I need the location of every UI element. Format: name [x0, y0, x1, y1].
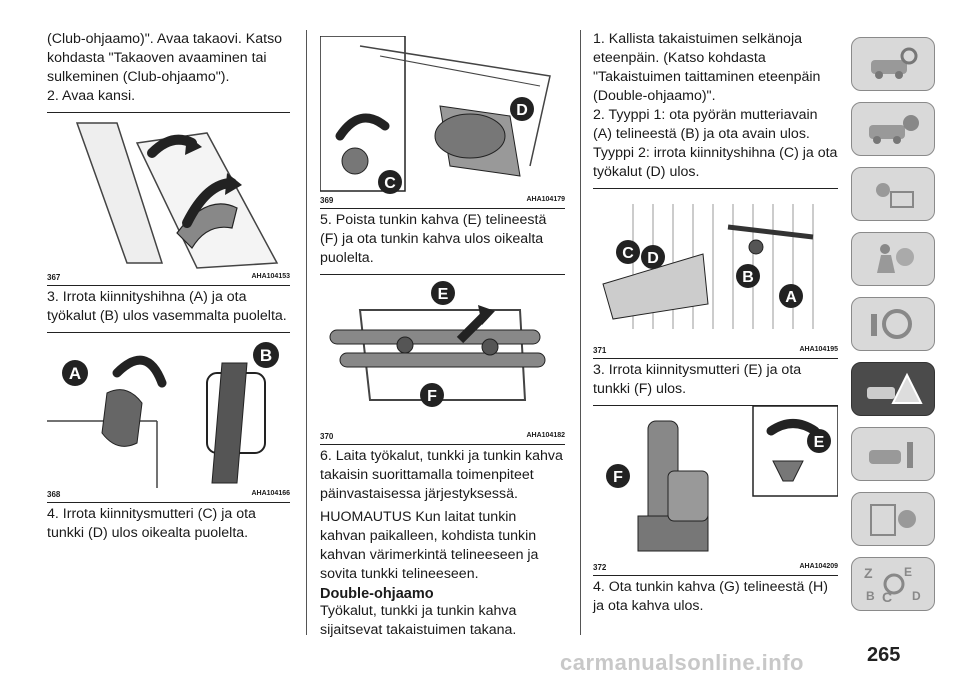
- callout-d-label: D: [647, 250, 659, 267]
- paragraph: 2. Tyyppi 1: ota pyörän mutteriavain (A)…: [593, 107, 838, 180]
- watermark: carmanualsonline.info: [560, 650, 804, 675]
- callout-b: [736, 264, 760, 288]
- callout-a-label: A: [785, 289, 797, 306]
- tab-car-breakdown[interactable]: [851, 362, 935, 416]
- column-left: (Club-ohjaamo)". Avaa takaovi. Katso koh…: [47, 30, 290, 543]
- column-right: 1. Kallista takaistuimen selkänoja eteen…: [593, 30, 838, 616]
- steering-key-icon: [871, 309, 912, 339]
- figure-id: AHA104153: [251, 273, 290, 280]
- column-divider: [580, 30, 581, 635]
- paragraph: 2. Avaa kansi.: [47, 88, 136, 104]
- page-number: 265: [867, 644, 901, 666]
- callout-a: [62, 360, 88, 386]
- callout-f: [606, 464, 630, 488]
- figure-372: E F 372 AHA104209: [593, 405, 838, 576]
- callout-e: [807, 429, 831, 453]
- paragraph: (Club-ohjaamo)". Avaa takaovi. Katso koh…: [47, 31, 283, 85]
- callout-e-label: E: [438, 286, 449, 303]
- figure-caption: 370 AHA104182: [320, 430, 565, 444]
- figure-number: 371: [593, 346, 607, 355]
- illustration-handle-bracket: E F: [320, 275, 565, 430]
- callout-a-label: A: [69, 364, 81, 383]
- car-service-icon: [869, 442, 913, 468]
- callout-e: [431, 281, 455, 305]
- airbag-seat-icon: [877, 244, 914, 273]
- figure-371: C D B A 371 AHA104195: [593, 188, 838, 359]
- callout-a: [779, 284, 803, 308]
- paragraph: 3. Irrota kiinnityshihna (A) ja ota työk…: [47, 289, 287, 324]
- figure-number: 372: [593, 563, 607, 572]
- tab-specifications[interactable]: [851, 492, 935, 546]
- warning-lights-icon: [876, 183, 914, 208]
- svg-text:Z: Z: [864, 565, 873, 581]
- car-search-icon: [871, 47, 918, 79]
- paragraph: 6. Laita työkalut, tunkki ja tunkin kahv…: [320, 448, 563, 502]
- figure-id: AHA104179: [526, 196, 565, 203]
- callout-d: [641, 245, 665, 269]
- tab-car-info[interactable]: [851, 102, 935, 156]
- tab-car-search[interactable]: [851, 37, 935, 91]
- callout-b-label: B: [742, 269, 754, 286]
- paragraph: Työkalut, tunkki ja tunkin kahva sijaits…: [320, 603, 517, 638]
- alphabetical-index-icon: Z E B C D: [864, 565, 921, 605]
- figure-369: C D 369 AHA104179: [320, 36, 565, 209]
- figure-number: 370: [320, 432, 334, 441]
- figure-caption: 367 AHA104153: [47, 271, 290, 285]
- illustration-strap: A B: [47, 333, 290, 488]
- paragraph: 4. Irrota kiinnitysmutteri (C) ja ota tu…: [47, 506, 256, 541]
- figure-number: 367: [47, 273, 61, 282]
- figure-number: 369: [320, 196, 334, 205]
- figure-id: AHA104209: [799, 563, 838, 570]
- figure-caption: 371 AHA104195: [593, 344, 838, 358]
- illustration-bottle-jack: E F: [593, 406, 838, 561]
- figure-id: AHA104166: [251, 490, 290, 497]
- callout-d: [510, 97, 534, 121]
- illustration-cargo-lid: [47, 113, 290, 271]
- callout-c-label: C: [384, 175, 396, 192]
- figure-368: A B 368 AHA104166: [47, 332, 290, 503]
- tab-warning-lights[interactable]: [851, 167, 935, 221]
- figure-id: AHA104195: [799, 346, 838, 353]
- figure-caption: 372 AHA104209: [593, 561, 838, 575]
- tab-alphabetical-index[interactable]: Z E B C D: [851, 557, 935, 611]
- chapter-tabs: Z E B C D: [851, 37, 935, 622]
- column-middle: C D 369 AHA104179 5. Poista tunkin kahva…: [320, 30, 565, 640]
- callout-c-label: C: [622, 245, 634, 262]
- tab-steering-key[interactable]: [851, 297, 935, 351]
- svg-text:E: E: [904, 565, 912, 579]
- figure-caption: 368 AHA104166: [47, 488, 290, 502]
- callout-e-label: E: [814, 434, 825, 451]
- callout-b-label: B: [260, 346, 272, 365]
- callout-f: [420, 383, 444, 407]
- svg-text:B: B: [866, 589, 875, 603]
- figure-number: 368: [47, 490, 61, 499]
- figure-caption: 369 AHA104179: [320, 194, 565, 208]
- svg-text:D: D: [912, 589, 921, 603]
- illustration-jack-nut: C D: [320, 36, 565, 194]
- paragraph: 5. Poista tunkin kahva (E) telineestä (F…: [320, 212, 547, 266]
- callout-c: [616, 240, 640, 264]
- paragraph: 4. Ota tunkin kahva (G) telineestä (H) j…: [593, 579, 828, 614]
- figure-370: E F 370 AHA104182: [320, 274, 565, 445]
- callout-d-label: D: [516, 102, 528, 119]
- note-paragraph: HUOMAUTUS Kun laitat tunkin kahvan paika…: [320, 509, 539, 582]
- callout-c: [378, 170, 402, 194]
- figure-id: AHA104182: [526, 432, 565, 439]
- specifications-icon: [870, 504, 916, 536]
- tab-airbag-seat[interactable]: [851, 232, 935, 286]
- section-heading: Double-ohjaamo: [320, 586, 434, 602]
- callout-f-label: F: [613, 469, 623, 486]
- paragraph: 3. Irrota kiinnitysmutteri (E) ja ota tu…: [593, 362, 802, 397]
- tab-car-service[interactable]: [851, 427, 935, 481]
- callout-f-label: F: [427, 388, 437, 405]
- column-divider: [306, 30, 307, 635]
- paragraph: 1. Kallista takaistuimen selkänoja eteen…: [593, 31, 821, 104]
- figure-367: 367 AHA104153: [47, 112, 290, 286]
- svg-text:C: C: [882, 589, 892, 605]
- car-breakdown-icon: [867, 372, 923, 404]
- car-info-icon: [869, 115, 919, 144]
- callout-b: [253, 342, 279, 368]
- illustration-rear-seat-tools: C D B A: [593, 189, 838, 344]
